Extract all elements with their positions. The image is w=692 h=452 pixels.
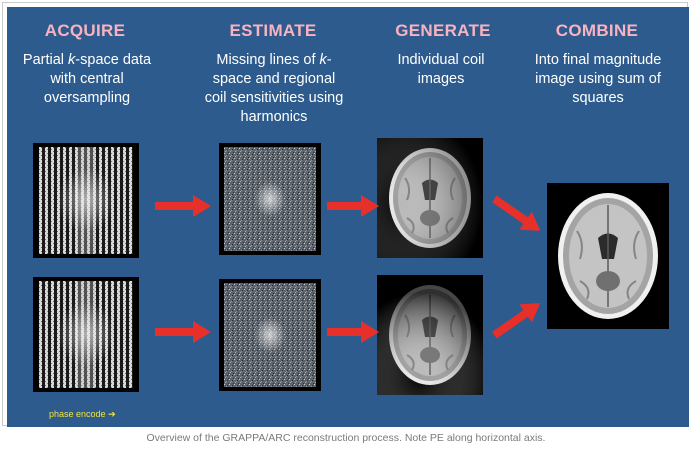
coil-image-2 [377, 275, 483, 395]
arrow-down-right-icon [492, 195, 541, 231]
heading-generate: GENERATE [395, 21, 491, 40]
arrow-up-right-icon [492, 303, 541, 339]
phase-encode-label: phase encode ➔ [49, 409, 116, 419]
coil-image-1 [377, 138, 483, 258]
arrow-right-icon [327, 321, 379, 343]
kspace-estimated-image-2 [219, 279, 321, 391]
kspace-partial-image-2 [33, 277, 139, 392]
figure-caption: Overview of the GRAPPA/ARC reconstructio… [146, 432, 546, 444]
heading-combine: COMBINE [555, 21, 639, 40]
desc-estimate: Missing lines of k-space and regional co… [204, 52, 344, 125]
figure-frame: ACQUIRE ESTIMATE GENERATE COMBINE Partia… [2, 2, 689, 427]
kspace-estimated-image-1 [219, 143, 321, 255]
arrow-right-icon [155, 195, 211, 217]
heading-acquire: ACQUIRE [44, 21, 126, 40]
arrow-right-icon [327, 195, 379, 217]
desc-generate: Individual coil images [397, 52, 485, 87]
desc-acquire: Partial k-space data with central oversa… [22, 52, 152, 106]
arrow-right-icon [155, 321, 211, 343]
diagram-panel: ACQUIRE ESTIMATE GENERATE COMBINE Partia… [7, 7, 689, 427]
kspace-partial-image-1 [33, 143, 139, 258]
arrow-right-icon: ➔ [108, 409, 116, 419]
desc-combine: Into final magnitude image using sum of … [534, 52, 662, 106]
heading-estimate: ESTIMATE [229, 21, 317, 40]
combined-magnitude-image [547, 183, 669, 329]
